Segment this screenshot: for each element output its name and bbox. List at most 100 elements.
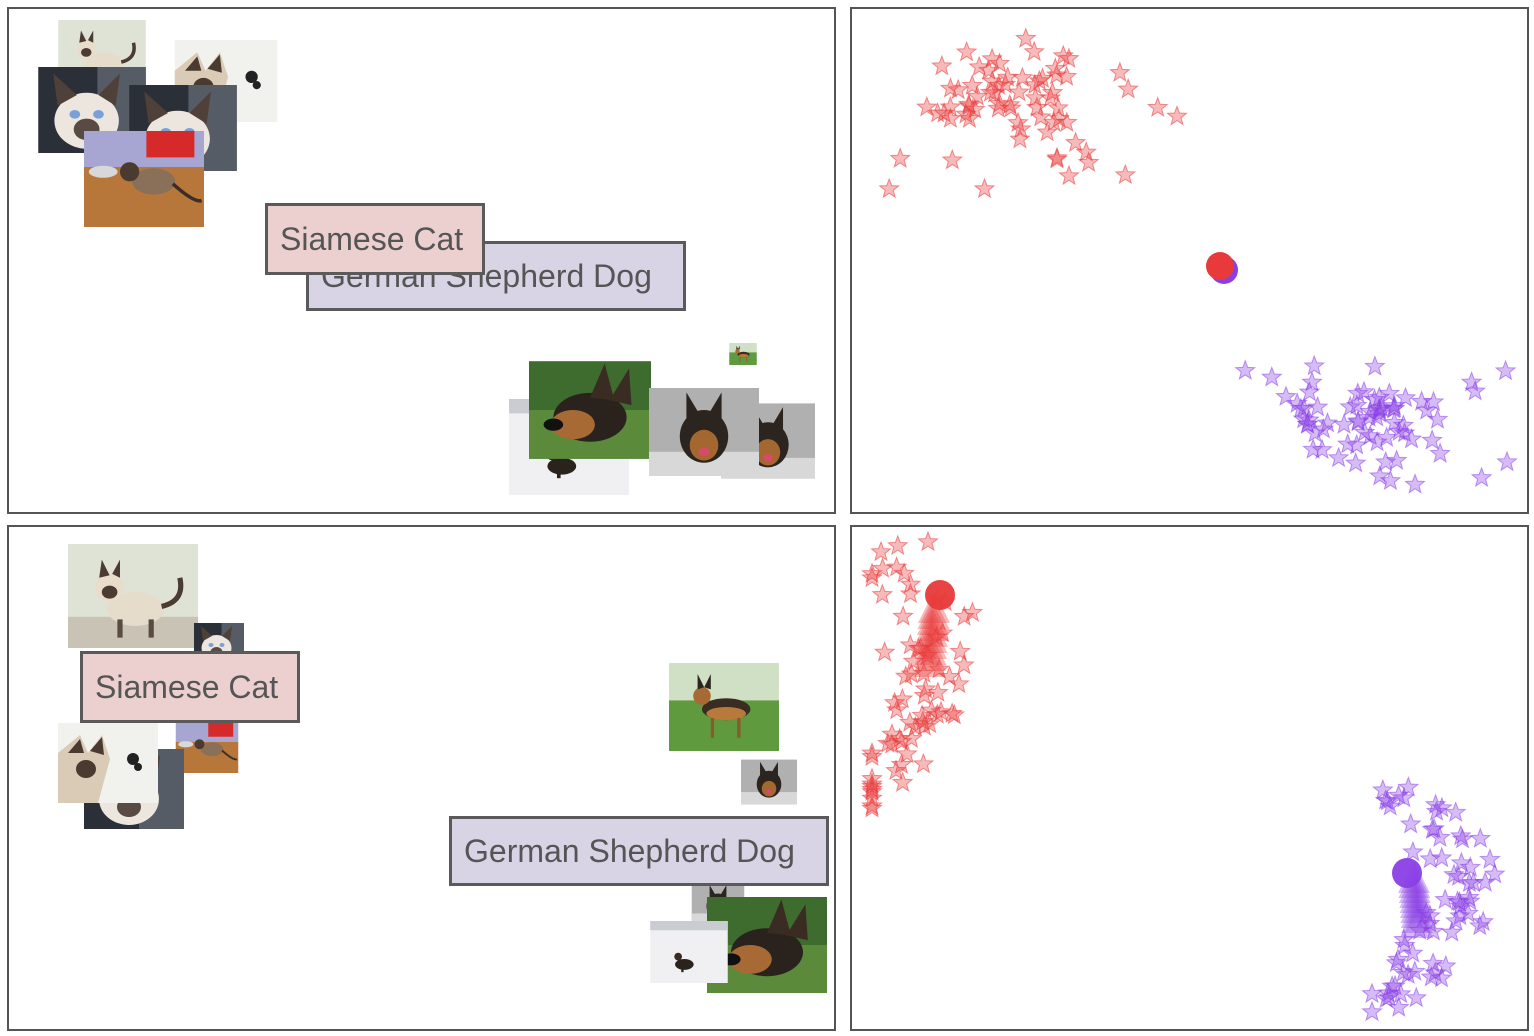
dog-embedding-star (1434, 954, 1457, 976)
cat-embedding-star (966, 85, 989, 106)
siamese-cat-photo-icon (53, 723, 163, 803)
german-shepherd-photo-icon (741, 749, 797, 815)
dog-embedding-star (1429, 442, 1451, 463)
dog-embedding-star (1470, 466, 1493, 488)
cat-embedding-star (1046, 146, 1068, 168)
dog-embedding-star (1377, 981, 1399, 1003)
dog-centroid-marker (1392, 858, 1422, 888)
cat-embedding-star (1014, 27, 1037, 48)
cat-embedding-star (902, 650, 925, 671)
dog-embedding-star (1368, 402, 1391, 423)
cat-embedding-star (1117, 77, 1140, 99)
bottom-right-embedding-scatter (861, 530, 1506, 1022)
dog-embedding-star (1440, 920, 1463, 942)
cat-embedding-star (1039, 86, 1062, 108)
dog-photo-thumbnail (629, 921, 749, 983)
cat-embedding-star (891, 771, 914, 792)
cat-embedding-star (1041, 81, 1064, 103)
dog-embedding-star (1483, 862, 1506, 884)
german-shepherd-photo-icon (669, 657, 779, 757)
cat-embedding-star (880, 733, 903, 754)
dog-embedding-star (1366, 430, 1388, 452)
cat-embedding-star (1058, 47, 1080, 69)
dog-embedding-star (1378, 985, 1400, 1007)
dog-embedding-star (1327, 446, 1350, 468)
dog-embedding-star (1333, 413, 1355, 434)
cat-embedding-star (913, 662, 935, 683)
cat-embedding-star (955, 102, 977, 124)
dog-embedding-star (1385, 449, 1408, 470)
dog-embedding-star (1421, 429, 1443, 450)
dog-embedding-star (1306, 395, 1329, 417)
cat-embedding-star (998, 93, 1021, 115)
dog-embedding-star (1371, 778, 1394, 800)
dog-embedding-star (1450, 851, 1473, 873)
cat-trajectory-marker (915, 627, 947, 659)
cat-embedding-star (947, 78, 970, 100)
cat-embedding-star (1166, 104, 1188, 126)
dog-embedding-star (1368, 464, 1391, 486)
cat-centroid-marker (1206, 252, 1234, 280)
dog-embedding-star (1404, 473, 1426, 494)
dog-embedding-star (1347, 410, 1369, 432)
dog-embedding-star (1479, 848, 1501, 869)
cat-embedding-star (912, 752, 935, 774)
cat-embedding-star (1007, 111, 1029, 133)
dog-embedding-star (1422, 919, 1445, 941)
cat-embedding-star (896, 742, 918, 764)
cat-embedding-star (968, 55, 991, 77)
bottom-right-embedding-panel (850, 525, 1529, 1031)
dog-embedding-star (1397, 775, 1420, 797)
dog-embedding-star (1445, 909, 1467, 931)
cat-centroid-marker (925, 580, 955, 610)
dog-embedding-star (1385, 951, 1408, 973)
cat-embedding-star (994, 73, 1017, 94)
dog-embedding-star (1387, 996, 1410, 1017)
cat-embedding-star (871, 583, 894, 605)
dog-embedding-star (1303, 354, 1326, 376)
dog-embedding-star (1462, 871, 1485, 893)
dog-embedding-star (1289, 397, 1312, 419)
dog-embedding-star (1375, 426, 1398, 447)
dog-trajectory-marker (1400, 886, 1432, 918)
dog-embedding-star (1400, 427, 1423, 449)
cat-embedding-star (1075, 140, 1098, 162)
cat-embedding-star (861, 794, 883, 816)
dog-embedding-star (1468, 914, 1491, 936)
cat-trajectory-marker (917, 597, 950, 629)
dog-embedding-star (1449, 904, 1471, 926)
cat-embedding-star (1045, 63, 1068, 85)
dog-embedding-star (1368, 399, 1391, 420)
dog-embedding-star (1494, 359, 1517, 381)
cat-embedding-star (938, 665, 961, 687)
dog-embedding-star (1426, 408, 1449, 429)
cat-embedding-star (900, 662, 923, 684)
dog-embedding-star (1399, 812, 1422, 834)
dog-embedding-star (1394, 386, 1417, 408)
cat-embedding-star (861, 562, 883, 584)
dog-embedding-star (1387, 784, 1410, 805)
dog-trajectory-marker (1398, 871, 1431, 903)
cat-embedding-star (941, 702, 963, 723)
dog-embedding-star (1347, 409, 1370, 431)
cat-embedding-star (861, 745, 883, 767)
cat-embedding-star (1058, 164, 1080, 186)
dog-trajectory-marker (1400, 891, 1433, 923)
dog-embedding-star (1339, 395, 1362, 417)
dog-embedding-star (1431, 796, 1453, 818)
cat-embedding-star (861, 566, 883, 588)
dog-embedding-star (1472, 910, 1495, 932)
dog-embedding-star (1344, 451, 1367, 473)
cat-embedding-star (893, 562, 915, 583)
cat-trajectory-marker (916, 609, 949, 641)
dog-embedding-star (1234, 359, 1257, 380)
cat-embedding-star (1026, 96, 1048, 117)
dog-embedding-star (1405, 986, 1428, 1008)
cat-embedding-star (1009, 127, 1031, 149)
dog-embedding-star (1275, 385, 1297, 407)
dog-trajectory-marker (1401, 906, 1434, 938)
dog-embedding-star (1444, 801, 1467, 822)
dog-embedding-star (1496, 450, 1518, 472)
cat-embedding-star (861, 767, 883, 789)
dog-embedding-star (1345, 433, 1368, 455)
